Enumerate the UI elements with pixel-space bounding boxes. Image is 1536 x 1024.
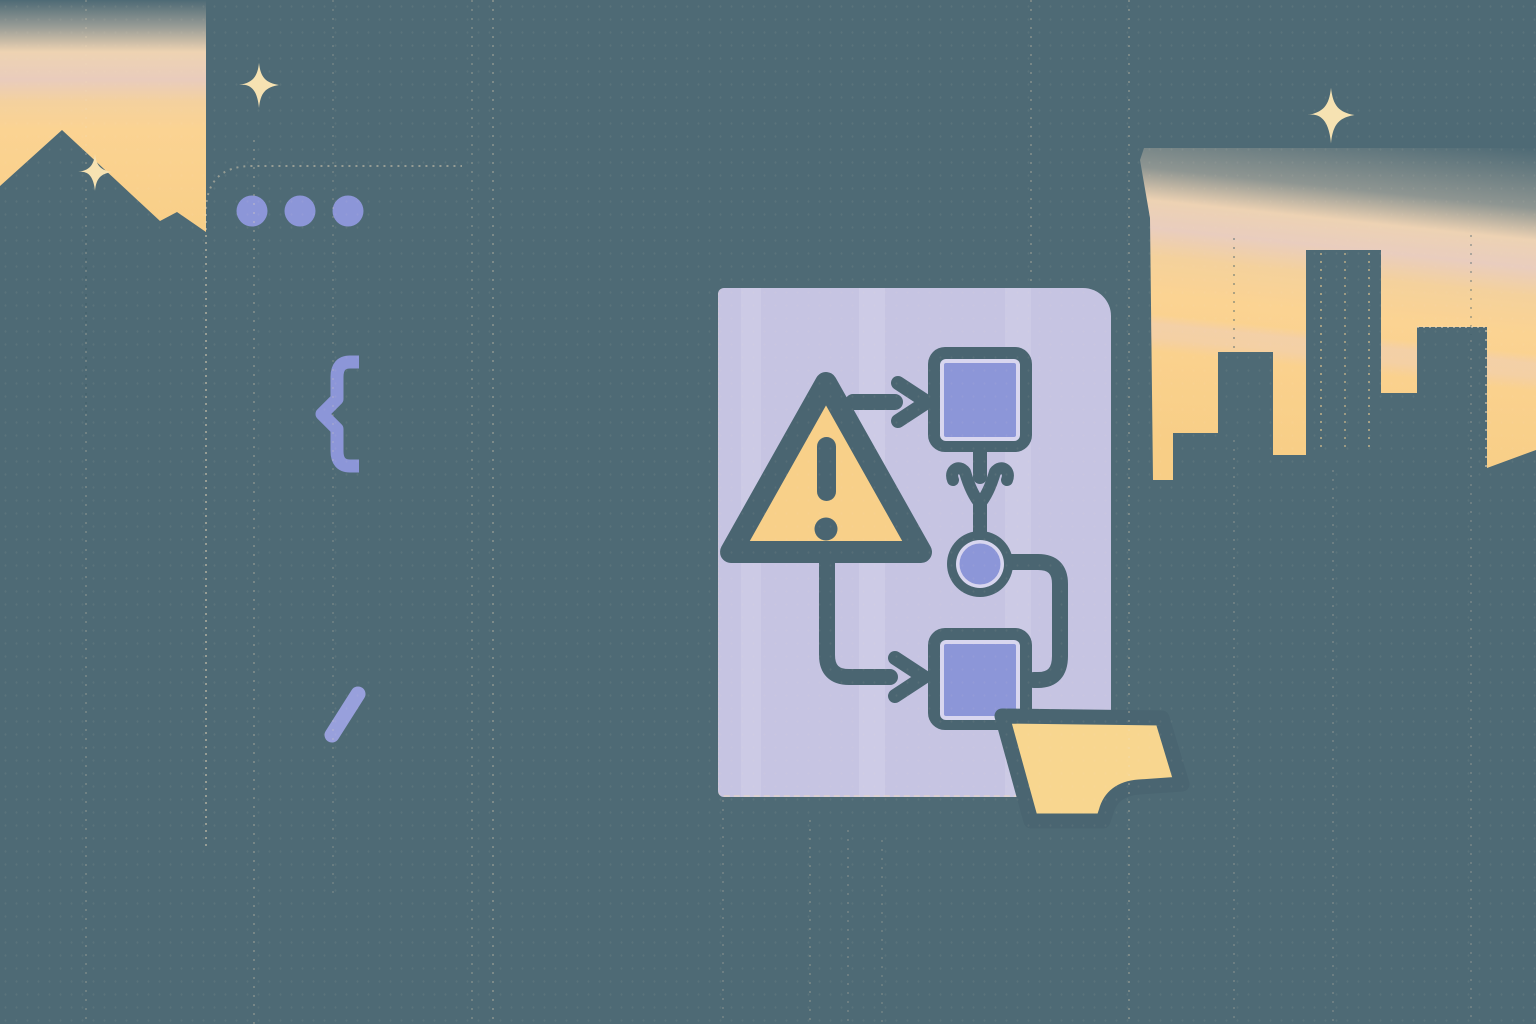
sparkle-star-icon <box>78 153 112 191</box>
sparkle-star-icon <box>239 62 279 108</box>
flowchart-square-node <box>928 628 1032 730</box>
exclamation-dot <box>814 517 838 541</box>
browser-window-outline <box>205 165 462 846</box>
sparkle-star-icon <box>1307 87 1355 144</box>
flowchart-diagram <box>720 347 1068 730</box>
window-dot-icon <box>284 195 316 227</box>
flowchart-circle-node <box>947 531 1013 597</box>
window-dot-icon <box>236 195 268 227</box>
warning-triangle-icon <box>720 372 932 563</box>
arrowhead-icon <box>946 462 1014 511</box>
folded-page-icon <box>994 708 1190 829</box>
slash-icon <box>324 686 366 743</box>
window-ellipsis-dots <box>236 195 364 227</box>
exclamation-bar <box>817 437 836 501</box>
connector-line <box>1004 554 1068 688</box>
arrowhead-icon <box>888 651 931 703</box>
curly-brace-icon <box>315 355 359 473</box>
connector-line <box>819 548 898 685</box>
window-dot-icon <box>332 195 364 227</box>
arrowhead-icon <box>891 376 934 428</box>
flowchart-square-node <box>928 347 1032 452</box>
flowchart-connectors <box>819 376 1068 703</box>
